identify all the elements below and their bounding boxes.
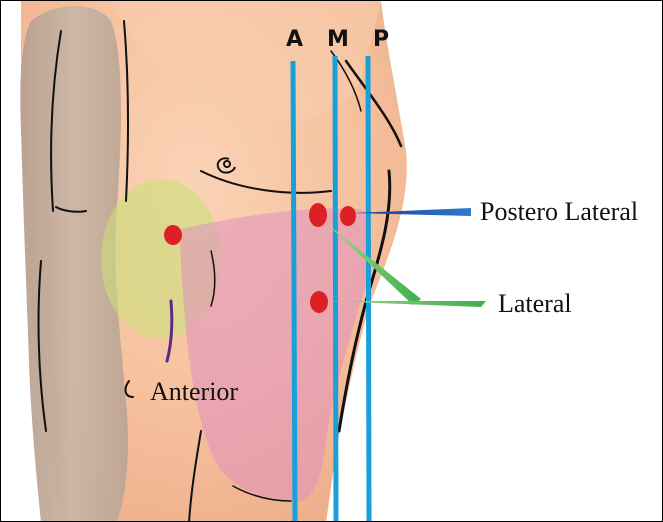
anterior-point: [164, 225, 182, 245]
label-lateral: Lateral: [498, 289, 572, 318]
lateral-point-lower: [310, 291, 328, 313]
line-letter-m: M: [327, 27, 349, 52]
posterior-axillary-line: [368, 56, 369, 522]
lateral-point-upper: [309, 203, 327, 227]
label-anterior: Anterior: [150, 377, 238, 406]
label-postero-lateral: Postero Lateral: [480, 197, 638, 226]
anterior-axillary-line: [293, 61, 295, 522]
posterolateral-point: [340, 206, 356, 226]
mid-axillary-line: [335, 56, 336, 522]
line-letter-a: A: [286, 27, 303, 52]
line-letter-p: P: [373, 27, 389, 52]
